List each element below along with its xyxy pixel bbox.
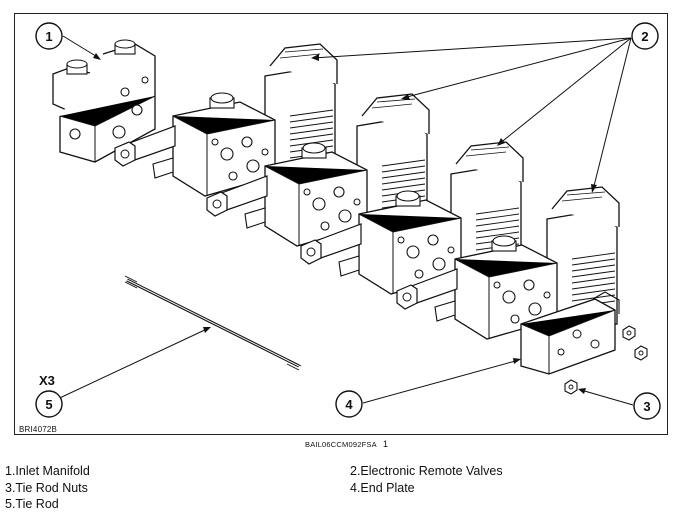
legend-item-remote-valves: 2.Electronic Remote Valves <box>350 464 503 478</box>
inlet-manifold <box>52 39 156 163</box>
leader-lines <box>48 35 634 406</box>
svg-text:3: 3 <box>643 399 650 414</box>
figure-number: 1 <box>383 439 389 449</box>
leader-arrowheads <box>93 53 597 394</box>
svg-text:2: 2 <box>641 29 648 44</box>
svg-text:1: 1 <box>45 29 52 44</box>
legend-item-tie-rod-nuts: 3.Tie Rod Nuts <box>5 481 88 495</box>
callout-3: 3 <box>633 392 661 420</box>
frame-reference-code: BRI4072B <box>19 425 58 434</box>
illustration-frame: 1 2 3 4 5 BRI4072B <box>14 13 668 435</box>
callout-2: 2 <box>631 22 659 50</box>
callout-5: 5 <box>35 390 63 418</box>
end-plate <box>520 291 620 375</box>
svg-text:4: 4 <box>345 397 353 412</box>
legend-item-tie-rod: 5.Tie Rod <box>5 497 59 511</box>
exploded-valve-diagram: 1 2 3 4 5 <box>35 22 661 420</box>
callout-1: 1 <box>35 22 63 50</box>
tie-rod-nuts <box>564 325 648 395</box>
figure-code: BAIL06CCM092FSA <box>305 440 377 449</box>
legend-item-end-plate: 4.End Plate <box>350 481 415 495</box>
callout-4: 4 <box>335 390 363 418</box>
view-label: X3 <box>39 373 55 388</box>
legend-item-inlet-manifold: 1.Inlet Manifold <box>5 464 90 478</box>
svg-text:5: 5 <box>45 397 52 412</box>
tie-rod <box>124 275 302 371</box>
